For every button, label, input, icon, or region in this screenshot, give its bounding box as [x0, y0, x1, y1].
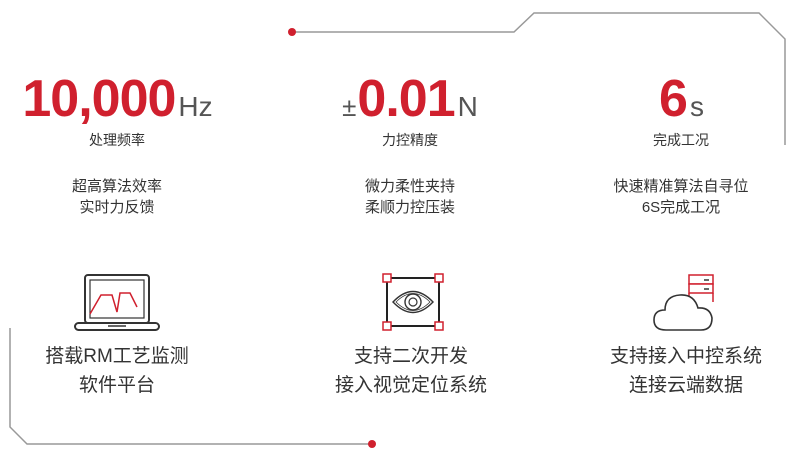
- stat-value: 6: [659, 70, 688, 128]
- feature-title-line: 软件平台: [78, 375, 155, 396]
- bottom-frame-dot: [368, 440, 376, 448]
- stat-desc-line: 快速精准算法自寻位: [613, 178, 749, 195]
- stat-prefix: ±: [342, 92, 357, 122]
- stat-value: 10,000: [22, 70, 176, 128]
- stat-label: 完成工况: [653, 132, 709, 148]
- feature-cloud-control: 支持接入中控系统 连接云端数据: [556, 272, 800, 400]
- feature-vision-positioning: 支持二次开发 接入视觉定位系统: [281, 272, 541, 400]
- stat-description: 快速精准算法自寻位 6S完成工况: [551, 176, 800, 218]
- feature-title-line: 支持二次开发: [353, 346, 468, 367]
- feature-title-line: 支持接入中控系统: [609, 346, 762, 367]
- stat-unit: Hz: [178, 91, 213, 122]
- stat-unit: s: [689, 91, 704, 122]
- stat-desc-line: 实时力反馈: [79, 199, 155, 216]
- eye-focus-icon: [281, 272, 541, 334]
- bottom-frame-line: [9, 328, 372, 445]
- stat-description: 微力柔性夹持 柔顺力控压装: [280, 176, 540, 218]
- stat-desc-line: 柔顺力控压装: [364, 199, 455, 216]
- stat-label: 处理频率: [89, 132, 145, 148]
- stat-unit: N: [457, 91, 478, 122]
- feature-title-line: 连接云端数据: [628, 375, 743, 396]
- top-frame-dot: [288, 28, 296, 36]
- feature-title: 支持二次开发 接入视觉定位系统: [281, 342, 541, 400]
- stat-label: 力控精度: [382, 132, 438, 148]
- feature-title-line: 接入视觉定位系统: [334, 375, 487, 396]
- stat-desc-line: 微力柔性夹持: [364, 178, 455, 195]
- feature-title-line: 搭载RM工艺监测: [45, 346, 189, 367]
- feature-title: 支持接入中控系统 连接云端数据: [556, 342, 800, 400]
- stat-description: 超高算法效率 实时力反馈: [0, 176, 247, 218]
- top-frame-line: [292, 12, 786, 145]
- stat-value: 0.01: [357, 70, 455, 128]
- laptop-chart-icon: [0, 272, 247, 334]
- stat-desc-line: 超高算法效率: [71, 178, 162, 195]
- cloud-server-icon: [556, 272, 800, 334]
- stat-desc-line: 6S完成工况: [641, 199, 721, 216]
- feature-rm-monitoring: 搭载RM工艺监测 软件平台: [0, 272, 247, 400]
- feature-title: 搭载RM工艺监测 软件平台: [0, 342, 247, 400]
